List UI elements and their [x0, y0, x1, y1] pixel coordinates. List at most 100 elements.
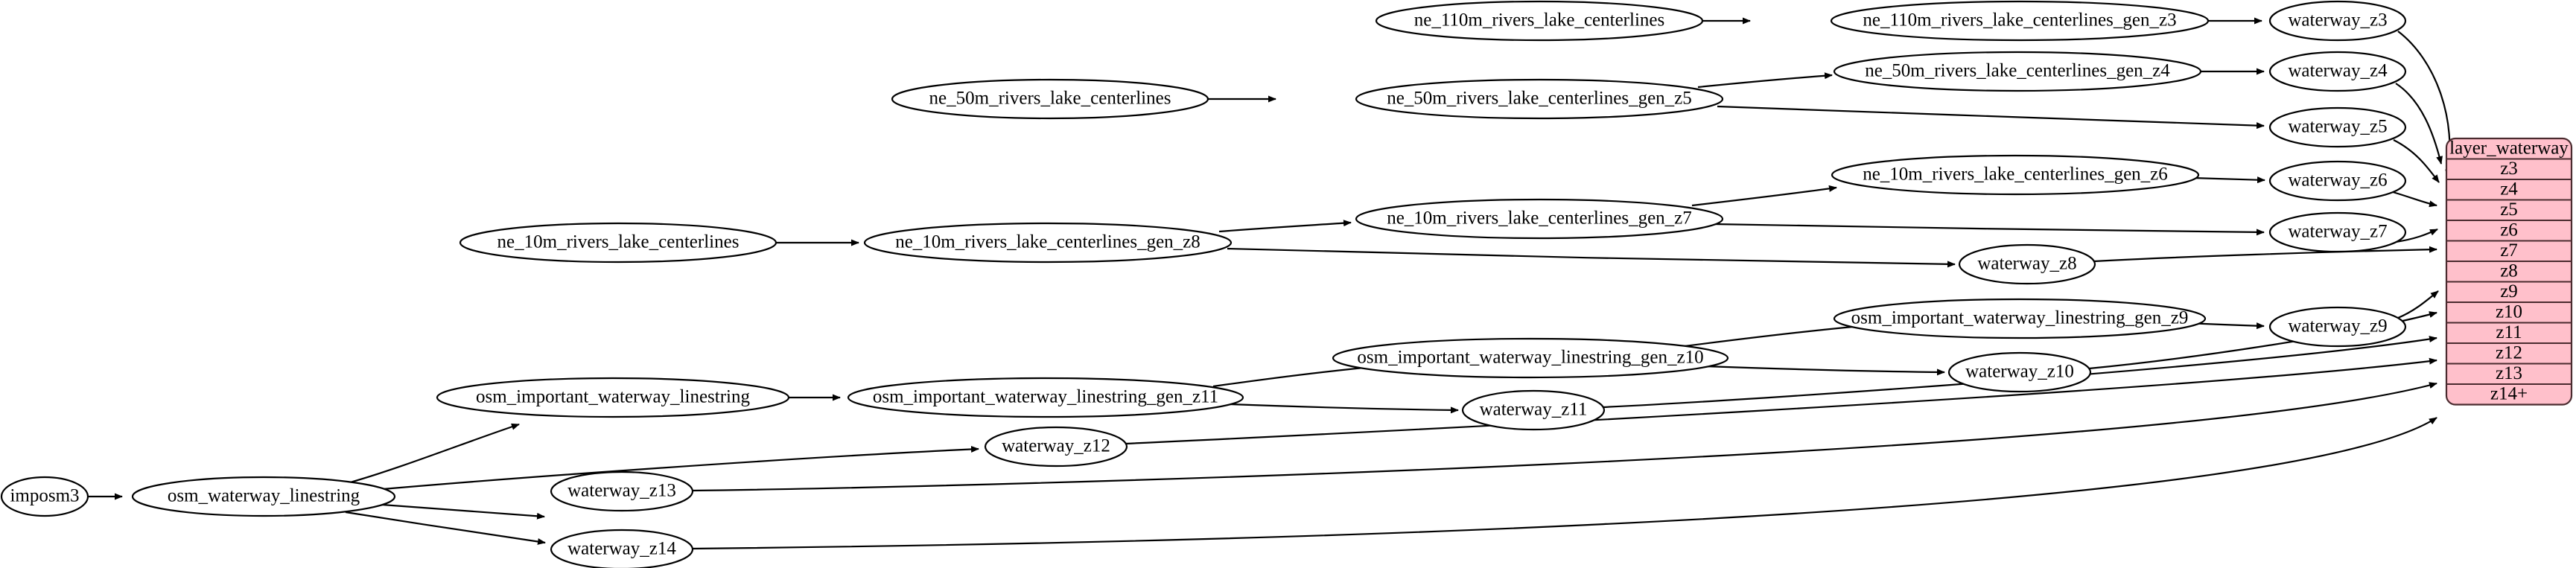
graph-node-ne_10m_rivers_lake_centerlines_gen_z8[interactable]: ne_10m_rivers_lake_centerlines_gen_z8: [863, 222, 1233, 264]
node-label: ne_10m_rivers_lake_centerlines_gen_z6: [1863, 165, 2168, 185]
graph-edge: [382, 445, 979, 491]
node-shape: [1461, 389, 1606, 431]
record-row-z9[interactable]: z9: [2500, 281, 2518, 301]
record-row-z13[interactable]: z13: [2496, 363, 2522, 383]
node-label: ne_110m_rivers_lake_centerlines_gen_z3: [1863, 10, 2176, 31]
graph-node-ne_10m_rivers_lake_centerlines_gen_z6[interactable]: ne_10m_rivers_lake_centerlines_gen_z6: [1831, 154, 2200, 196]
graph-edge: [1218, 220, 1352, 233]
record-row-z5[interactable]: z5: [2500, 200, 2518, 220]
record-row-z10[interactable]: z10: [2496, 301, 2522, 322]
graph-node-waterway_z8[interactable]: waterway_z8: [1958, 243, 2096, 285]
node-label: ne_10m_rivers_lake_centerlines_gen_z7: [1387, 208, 1692, 229]
graph-edge: [1697, 72, 1833, 89]
graph-node-osm_important_waterway_linestring_gen_z11[interactable]: osm_important_waterway_linestring_gen_z1…: [847, 377, 1244, 418]
node-label: waterway_z11: [1480, 400, 1588, 420]
node-shape: [984, 426, 1128, 468]
node-shape: [891, 78, 1209, 120]
record-row-label: z14+: [2490, 383, 2528, 403]
record-row-label: z3: [2500, 159, 2518, 179]
graph-node-ne_110m_rivers_lake_centerlines[interactable]: ne_110m_rivers_lake_centerlines: [1375, 0, 1704, 42]
node-shape: [131, 476, 396, 517]
record-row-label: z6: [2500, 220, 2518, 240]
graph-node-ne_10m_rivers_lake_centerlines_gen_z7[interactable]: ne_10m_rivers_lake_centerlines_gen_z7: [1355, 198, 1724, 240]
graph-node-ne_50m_rivers_lake_centerlines[interactable]: ne_50m_rivers_lake_centerlines: [891, 78, 1209, 120]
graph-edge: [691, 417, 2437, 550]
node-shape: [1355, 198, 1724, 240]
graph-edge: [2192, 176, 2265, 184]
node-shape: [459, 222, 777, 264]
node-label: ne_10m_rivers_lake_centerlines: [497, 232, 740, 252]
graph-node-waterway_z7[interactable]: waterway_z7: [2268, 211, 2407, 253]
node-label: waterway_z9: [2288, 316, 2387, 336]
record-row-z6[interactable]: z6: [2500, 220, 2518, 240]
graph-node-osm_important_waterway_linestring_gen_z9[interactable]: osm_important_waterway_linestring_gen_z9: [1833, 298, 2207, 339]
graph-node-waterway_z5[interactable]: waterway_z5: [2268, 106, 2407, 148]
node-label: waterway_z8: [1977, 254, 2076, 274]
record-row-z14+[interactable]: z14+: [2490, 383, 2528, 403]
record-row-z12[interactable]: z12: [2496, 342, 2522, 363]
node-shape: [1830, 0, 2210, 42]
graph-node-waterway_z6[interactable]: waterway_z6: [2268, 160, 2407, 202]
node-shape: [863, 222, 1233, 264]
record-row-z8[interactable]: z8: [2500, 261, 2518, 281]
node-shape: [436, 377, 790, 418]
graph-node-waterway_z13[interactable]: waterway_z13: [550, 470, 694, 512]
graph-node-waterway_z12[interactable]: waterway_z12: [984, 426, 1128, 468]
graph-node-ne_10m_rivers_lake_centerlines[interactable]: ne_10m_rivers_lake_centerlines: [459, 222, 777, 264]
graph-edge: [361, 502, 545, 520]
node-label: waterway_z12: [1002, 436, 1110, 456]
graph-node-ne_50m_rivers_lake_centerlines_gen_z5[interactable]: ne_50m_rivers_lake_centerlines_gen_z5: [1355, 78, 1724, 120]
graph-node-ne_110m_rivers_lake_centerlines_gen_z3[interactable]: ne_110m_rivers_lake_centerlines_gen_z3: [1830, 0, 2210, 42]
record-row-label: z8: [2500, 261, 2518, 281]
node-shape: [2268, 106, 2407, 148]
graph-edge: [349, 423, 520, 484]
record-row-label: z4: [2500, 179, 2518, 199]
record-node-layer-waterway[interactable]: layer_waterwayz3z4z5z6z7z8z9z10z11z12z13…: [2445, 137, 2573, 406]
graph-node-waterway_z4[interactable]: waterway_z4: [2268, 51, 2407, 92]
node-shape: [550, 470, 694, 512]
node-shape: [847, 377, 1244, 418]
graph-edge: [1712, 223, 2265, 236]
graph-node-osm_important_waterway_linestring[interactable]: osm_important_waterway_linestring: [436, 377, 790, 418]
graph-edge: [2397, 31, 2452, 178]
node-shape: [550, 529, 694, 568]
graph-node-waterway_z3[interactable]: waterway_z3: [2268, 0, 2407, 42]
graph-node-imposm3[interactable]: imposm3: [0, 476, 89, 517]
graph-edge: [345, 511, 546, 545]
node-label: ne_50m_rivers_lake_centerlines_gen_z5: [1387, 89, 1692, 109]
record-row-label: z7: [2500, 240, 2518, 261]
record-row-z7[interactable]: z7: [2500, 240, 2518, 261]
node-label: ne_10m_rivers_lake_centerlines_gen_z8: [895, 232, 1200, 252]
graph-edge: [2392, 191, 2437, 208]
node-shape: [2268, 306, 2407, 348]
node-shape: [1833, 298, 2207, 339]
graph-node-waterway_z10[interactable]: waterway_z10: [1947, 351, 2092, 393]
node-label: osm_important_waterway_linestring: [476, 387, 750, 407]
node-shape: [1947, 351, 2092, 393]
node-label: waterway_z5: [2288, 117, 2387, 137]
node-shape: [1958, 243, 2096, 285]
graph-edge: [2395, 83, 2443, 165]
record-header-label: layer_waterway: [2449, 138, 2569, 158]
node-label: waterway_z3: [2288, 10, 2387, 31]
node-label: waterway_z14: [567, 539, 676, 559]
node-label: ne_110m_rivers_lake_centerlines: [1414, 10, 1664, 31]
graph-node-waterway_z9[interactable]: waterway_z9: [2268, 306, 2407, 348]
graph-node-waterway_z11[interactable]: waterway_z11: [1461, 389, 1606, 431]
graph-node-osm_waterway_linestring[interactable]: osm_waterway_linestring: [131, 476, 396, 517]
record-row-z11[interactable]: z11: [2496, 322, 2522, 342]
node-label: waterway_z10: [1965, 362, 2074, 382]
record-row-z4[interactable]: z4: [2500, 179, 2518, 199]
graph-edge: [2397, 290, 2439, 319]
graph-node-ne_50m_rivers_lake_centerlines_gen_z4[interactable]: ne_50m_rivers_lake_centerlines_gen_z4: [1833, 51, 2202, 92]
record-row-label: z5: [2500, 200, 2518, 220]
node-shape: [1831, 154, 2200, 196]
graph-node-waterway_z14[interactable]: waterway_z14: [550, 529, 694, 568]
graph-node-osm_important_waterway_linestring_gen_z10[interactable]: osm_important_waterway_linestring_gen_z1…: [1332, 337, 1729, 379]
node-shape: [2268, 211, 2407, 253]
record-outline: [2445, 137, 2573, 406]
record-row-z3[interactable]: z3: [2500, 159, 2518, 179]
node-label: osm_important_waterway_linestring_gen_z9: [1851, 308, 2189, 328]
